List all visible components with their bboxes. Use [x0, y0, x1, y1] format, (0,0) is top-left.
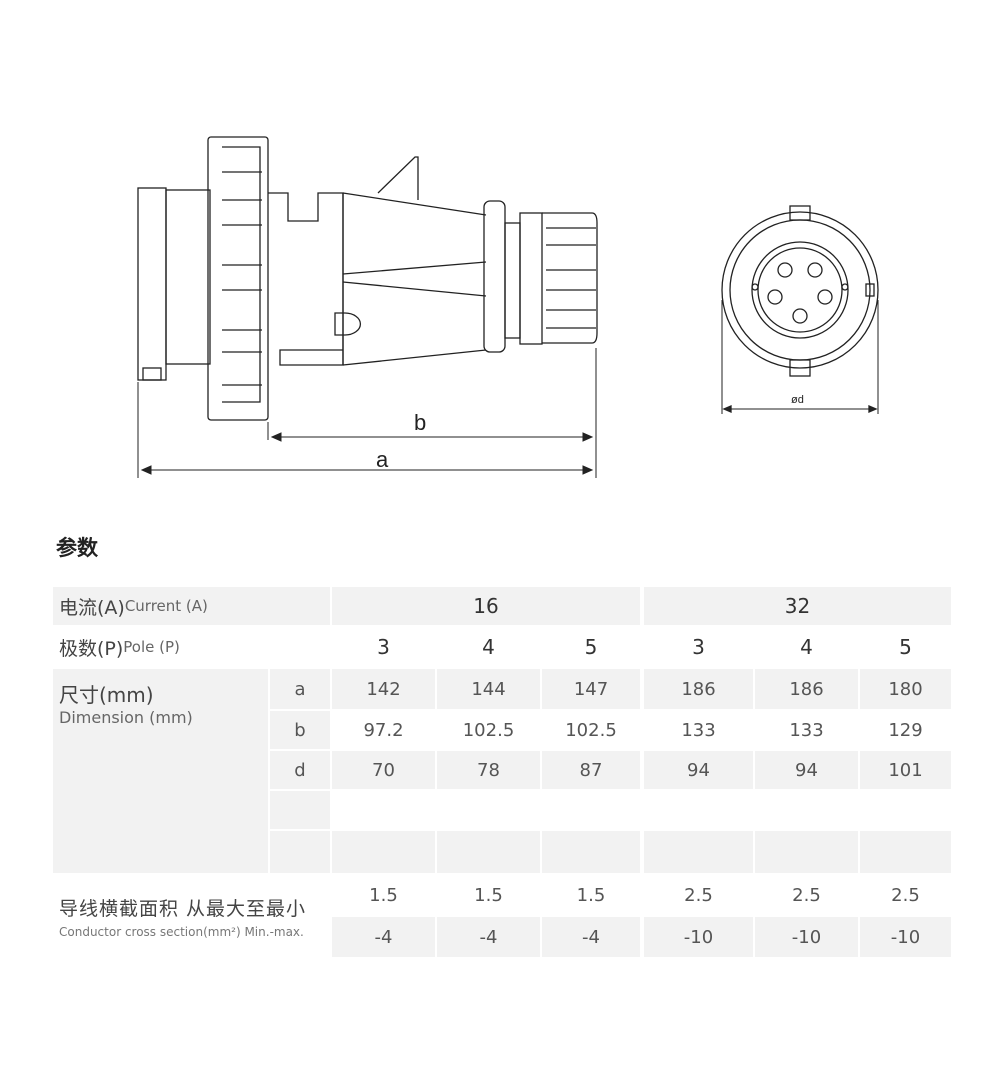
- dimension-value: 97.2: [363, 719, 404, 741]
- conductor-min: 2.5: [684, 884, 713, 906]
- empty-value-cell: [332, 831, 435, 873]
- dimension-b-label: b: [414, 410, 427, 435]
- pole-value: 5: [584, 635, 598, 659]
- dimension-lines: [137, 348, 597, 478]
- conductor-max: -10: [755, 917, 858, 957]
- current-32: 32: [644, 587, 951, 625]
- empty-key-cell: [270, 831, 330, 873]
- dimension-key: a: [270, 669, 330, 709]
- pole-label-cn: 极数(P): [59, 637, 124, 660]
- conductor-max: -10: [860, 917, 951, 957]
- dimension-label-en: Dimension (mm): [59, 708, 193, 727]
- dimension-key: b: [270, 711, 330, 749]
- dimension-value: 144: [437, 669, 540, 709]
- side-view-drawing: [137, 136, 598, 421]
- dimension-label: 尺寸(mm)Dimension (mm): [53, 669, 268, 873]
- conductor-max: -4: [437, 917, 540, 957]
- empty-value-cell: [644, 831, 753, 873]
- pole-label-en: Pole (P): [123, 638, 180, 656]
- empty-value-cell: [860, 831, 951, 873]
- dimension-value: 102.5: [565, 719, 617, 741]
- current-16: 16: [332, 587, 640, 625]
- empty-value-cell: [755, 831, 858, 873]
- pole-value: 4: [482, 635, 495, 659]
- dimension-key: d: [270, 751, 330, 789]
- dimension-a-label: a: [376, 447, 389, 472]
- pole-label: 极数(P)Pole (P): [53, 627, 330, 667]
- empty-value-cell: [437, 831, 540, 873]
- section-title: 参数: [56, 536, 98, 560]
- dimension-value: 133: [681, 719, 716, 741]
- dimension-value: 70: [332, 751, 435, 789]
- conductor-min: 1.5: [369, 884, 398, 906]
- dimension-value: 180: [860, 669, 951, 709]
- empty-value-cell: [542, 831, 640, 873]
- conductor-min: 2.5: [792, 884, 821, 906]
- dimension-value: 87: [542, 751, 640, 789]
- conductor-max: -4: [542, 917, 640, 957]
- dimension-value: 101: [860, 751, 951, 789]
- conductor-max: -4: [332, 917, 435, 957]
- dimension-value: 94: [644, 751, 753, 789]
- conductor-label-en: Conductor cross section(mm²) Min.-max.: [59, 924, 304, 939]
- front-view-drawing: [721, 205, 879, 414]
- dimension-value: 147: [542, 669, 640, 709]
- dimension-value: 142: [332, 669, 435, 709]
- dimension-d-label: ød: [791, 394, 804, 406]
- dimension-label-cn: 尺寸(mm): [59, 683, 154, 707]
- dimension-drawing: [137, 136, 879, 478]
- current-label: 电流(A)Current (A): [53, 587, 330, 625]
- conductor-label: 导线横截面积 从最大至最小 Conductor cross section(mm²…: [53, 875, 330, 957]
- dimension-value: 94: [755, 751, 858, 789]
- dimension-value: 186: [755, 669, 858, 709]
- pole-value: 4: [800, 635, 813, 659]
- current-label-cn: 电流(A): [59, 596, 125, 619]
- current-label-en: Current (A): [124, 597, 208, 615]
- pole-value: 3: [692, 635, 705, 659]
- empty-key-cell: [270, 791, 330, 829]
- pole-value: 3: [377, 635, 390, 659]
- conductor-label-cn: 导线横截面积 从最大至最小: [59, 897, 307, 920]
- conductor-max: -10: [644, 917, 753, 957]
- conductor-min: 2.5: [891, 884, 920, 906]
- dimension-value: 102.5: [462, 719, 515, 741]
- dimension-value: 133: [789, 719, 824, 741]
- conductor-min: 1.5: [576, 884, 606, 906]
- dimension-value: 186: [644, 669, 753, 709]
- conductor-min: 1.5: [474, 884, 503, 906]
- dimension-value: 129: [888, 719, 923, 741]
- pole-value: 5: [899, 635, 912, 659]
- dimension-value: 78: [437, 751, 540, 789]
